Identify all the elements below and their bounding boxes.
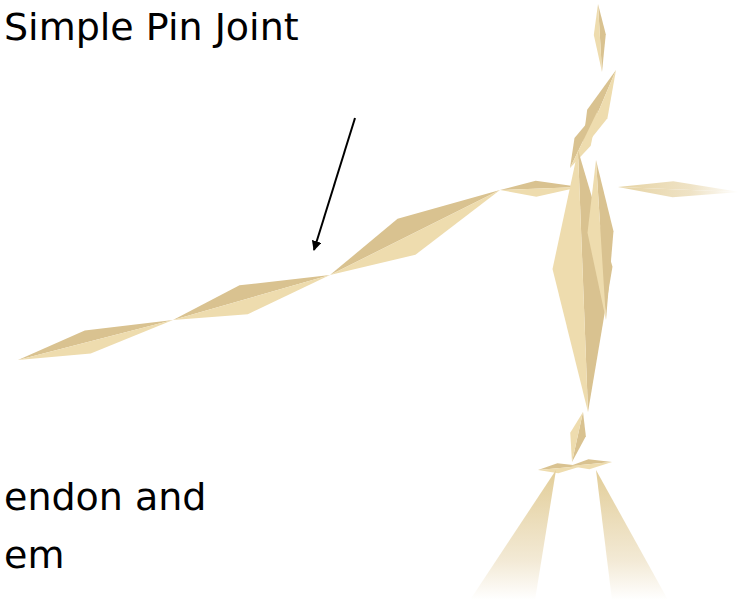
bone-segment [570, 110, 598, 168]
leg-bone [596, 470, 668, 600]
bone-segment [173, 275, 330, 320]
bone-segment [594, 4, 602, 72]
bone-segment [330, 190, 500, 275]
bone-segment [18, 320, 173, 360]
leader-arrow [314, 118, 355, 250]
caption-text: em [4, 534, 64, 578]
bone-segment [553, 150, 588, 412]
leg-bone [470, 470, 556, 600]
callout-label: Simple Pin Joint [4, 6, 299, 50]
bone-segment [570, 462, 612, 469]
bone-segment [570, 412, 583, 462]
bone-segment [500, 187, 580, 197]
bone-segment [588, 160, 606, 320]
bone-segment [570, 110, 598, 168]
bone-segment [330, 190, 500, 275]
caption-text: endon and [4, 476, 207, 520]
bone-segment [18, 320, 173, 360]
bone-segment [538, 466, 582, 473]
bone-segment [618, 187, 740, 197]
bone-segment [173, 275, 330, 320]
